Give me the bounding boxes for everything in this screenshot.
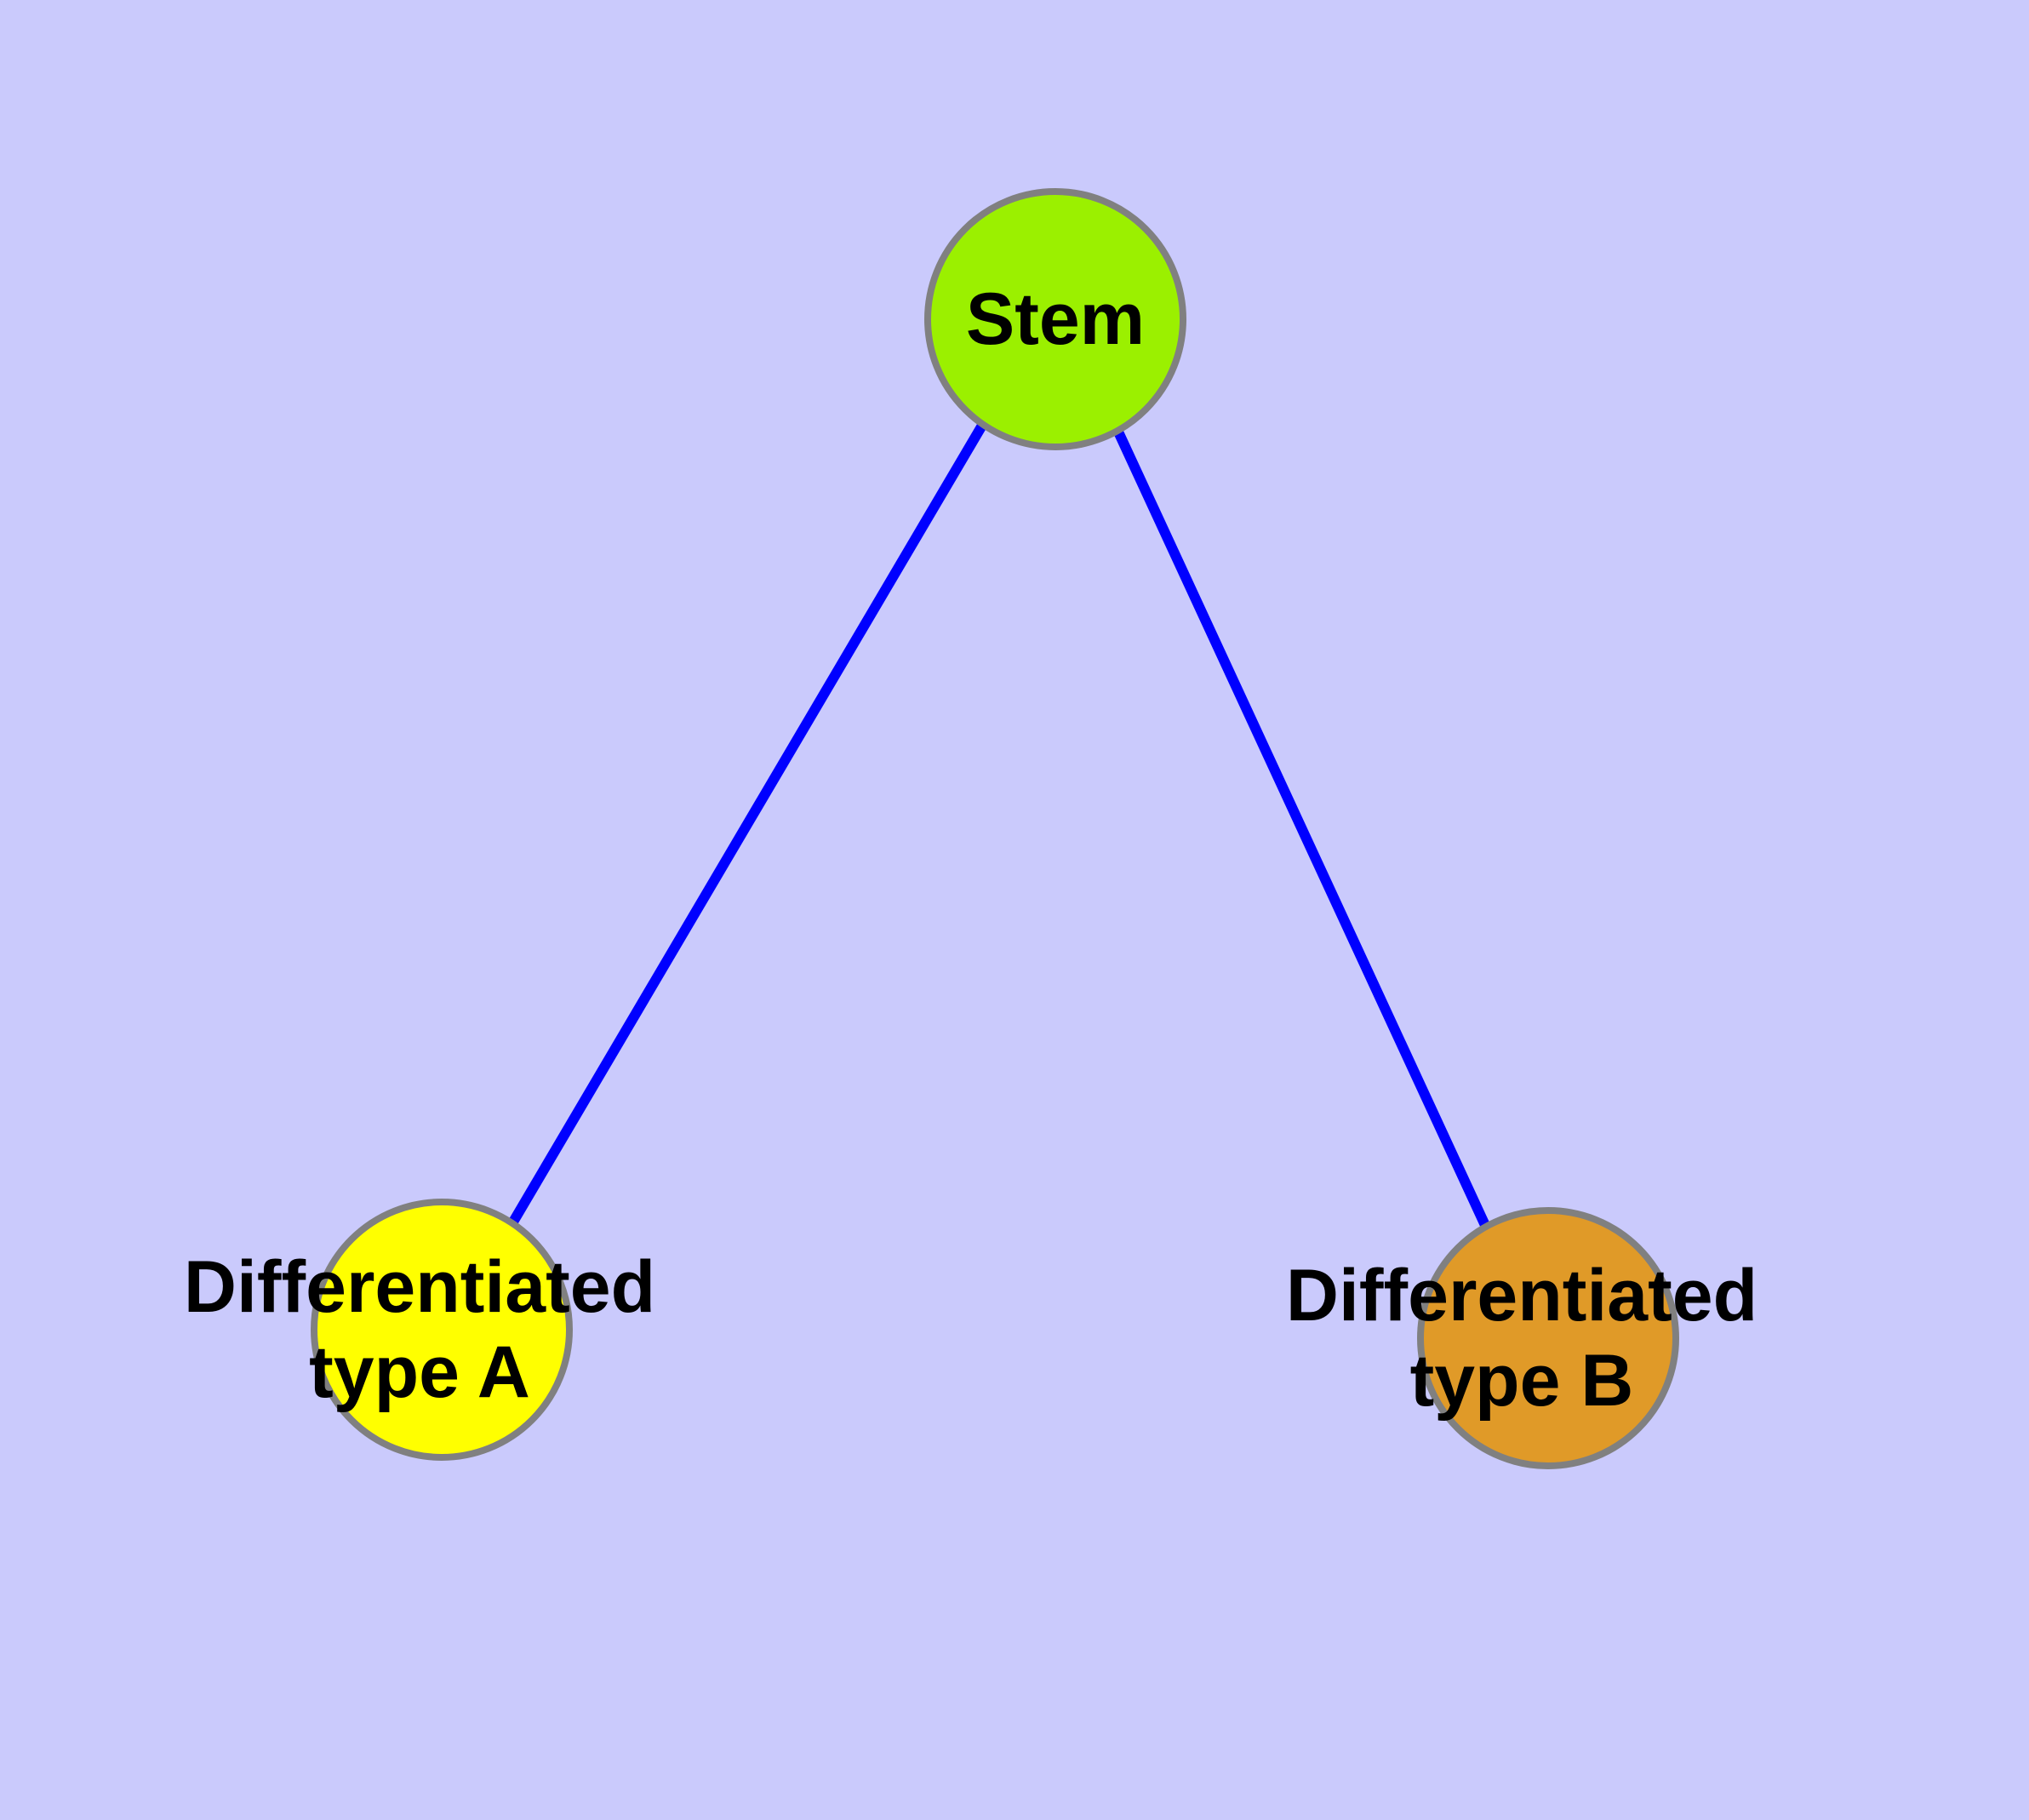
graph-node-label-stem: Stem — [966, 278, 1145, 360]
label-line: Differentiated — [1286, 1255, 1758, 1336]
label-line: type B — [1410, 1340, 1634, 1422]
label-line: Stem — [966, 278, 1145, 360]
label-line: Differentiated — [184, 1246, 655, 1328]
graph-node-diff_b[interactable] — [1417, 1207, 1679, 1469]
graph-edge-stem-to-diff-a[interactable] — [507, 421, 988, 1227]
label-line: type A — [309, 1331, 530, 1413]
nodes-layer — [311, 188, 1679, 1469]
edges-layer — [507, 421, 1494, 1235]
graph-node-stem[interactable] — [924, 188, 1186, 450]
graph-edge-stem-to-diff-b[interactable] — [1112, 426, 1494, 1235]
graph-node-diff_a[interactable] — [311, 1199, 573, 1461]
